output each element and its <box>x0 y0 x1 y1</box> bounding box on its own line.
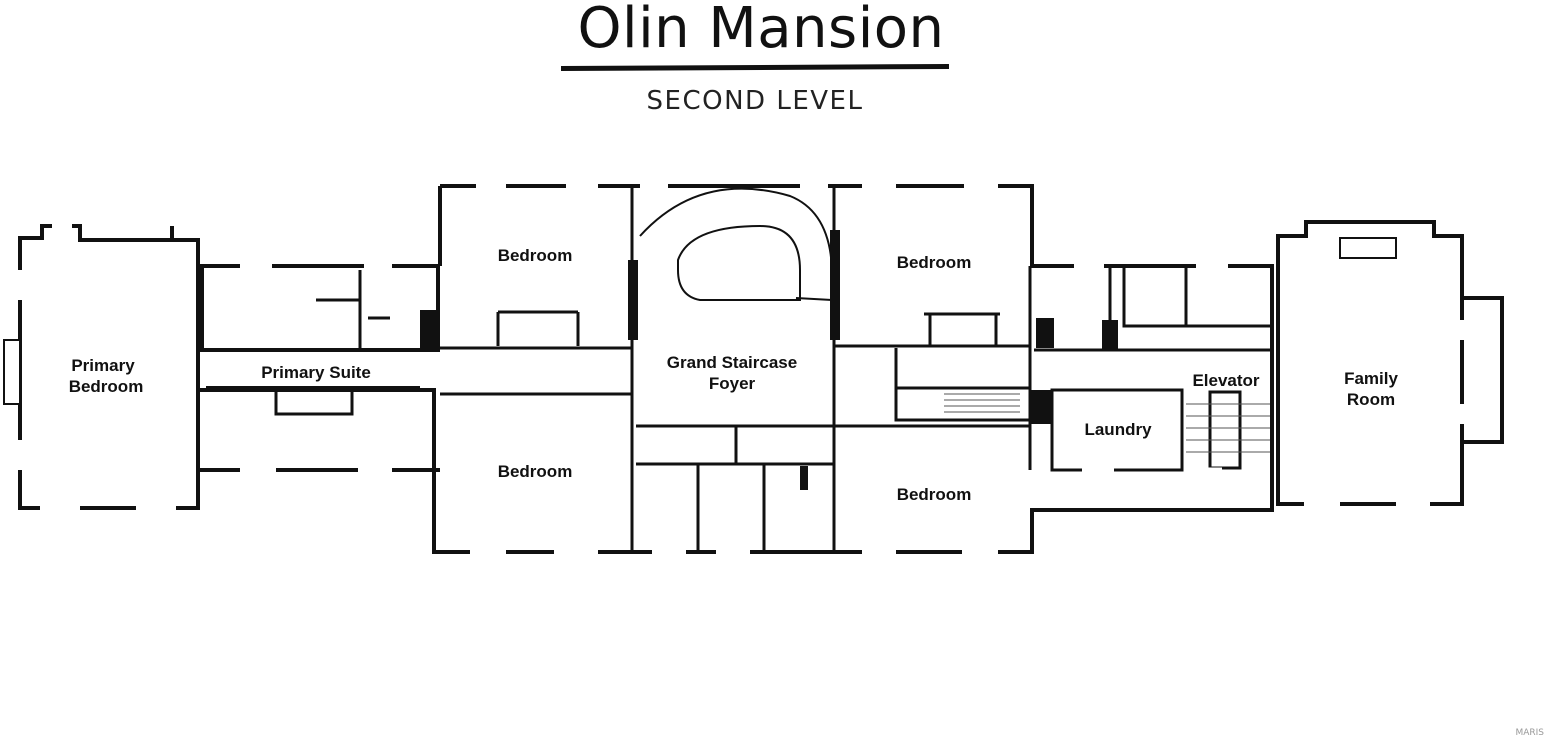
level-subtitle: SECOND LEVEL <box>646 86 864 116</box>
solid-columns <box>420 230 1118 490</box>
label-bedroom-sw: Bedroom <box>498 462 573 481</box>
label-primary-suite: Primary Suite <box>261 363 371 382</box>
label-elevator: Elevator <box>1192 371 1259 390</box>
room-labels: Primary Bedroom Primary Suite Bedroom Be… <box>69 246 1399 504</box>
stair-treads <box>944 393 1270 453</box>
interior-walls <box>274 186 1272 552</box>
windows <box>17 183 1465 555</box>
watermark: MARIS <box>1515 728 1544 738</box>
label-family-room-2: Room <box>1347 390 1395 409</box>
label-bedroom-ne: Bedroom <box>897 253 972 272</box>
label-family-room-1: Family <box>1344 369 1398 388</box>
staircase <box>639 187 833 301</box>
label-primary-bedroom-2: Bedroom <box>69 377 144 396</box>
plan-title: Olin Mansion <box>577 0 945 61</box>
label-bedroom-se: Bedroom <box>897 485 972 504</box>
label-laundry: Laundry <box>1084 420 1152 439</box>
label-primary-bedroom-1: Primary <box>71 356 135 375</box>
fireplaces <box>3 237 1397 405</box>
label-grand-staircase-1: Grand Staircase <box>667 353 797 372</box>
label-grand-staircase-2: Foyer <box>709 374 756 393</box>
label-bedroom-nw: Bedroom <box>498 246 573 265</box>
